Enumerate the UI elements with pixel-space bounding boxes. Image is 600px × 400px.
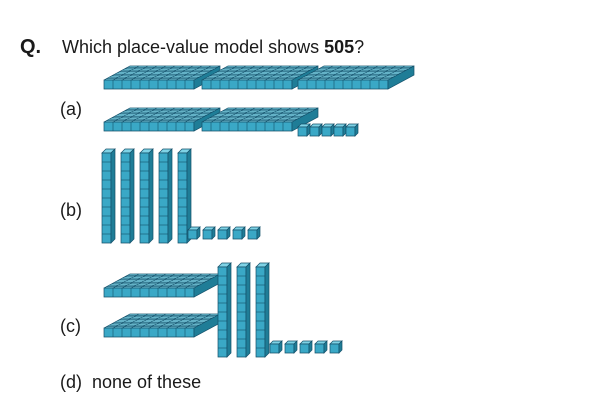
question-text-after: ? — [354, 37, 365, 57]
option-d[interactable]: (d) none of these — [60, 372, 201, 393]
ten-rod — [177, 148, 192, 244]
one-unit-cube — [329, 340, 343, 354]
one-unit-cube — [314, 340, 328, 354]
ten-rod — [236, 262, 251, 358]
one-unit-cube — [309, 123, 323, 137]
hundred-flat — [103, 107, 221, 132]
one-unit-cube — [202, 226, 216, 240]
question-text: Which place-value model shows 505? — [62, 37, 364, 58]
hundred-flat — [297, 65, 415, 90]
ten-rod — [158, 148, 173, 244]
one-unit-cube — [345, 123, 359, 137]
one-unit-cube — [269, 340, 283, 354]
one-unit-cube — [297, 123, 311, 137]
one-unit-cube — [217, 226, 231, 240]
option-d-label: (d) — [60, 372, 82, 392]
question-text-before: Which place-value model shows — [62, 37, 325, 57]
one-unit-cube — [187, 226, 201, 240]
one-unit-cube — [247, 226, 261, 240]
one-unit-cube — [299, 340, 313, 354]
ten-rod — [120, 148, 135, 244]
option-b-label[interactable]: (b) — [60, 200, 82, 220]
ten-rod — [139, 148, 154, 244]
option-d-text: none of these — [92, 372, 202, 392]
option-a-label[interactable]: (a) — [60, 99, 82, 119]
question-label: Q. — [20, 36, 42, 58]
hundred-flat — [201, 107, 319, 132]
ten-rod — [101, 148, 116, 244]
one-unit-cube — [232, 226, 246, 240]
one-unit-cube — [333, 123, 347, 137]
one-unit-cube — [321, 123, 335, 137]
ten-rod — [255, 262, 270, 358]
option-c-label[interactable]: (c) — [60, 316, 81, 336]
ten-rod — [217, 262, 232, 358]
hundred-flat — [103, 273, 221, 298]
question-number: 505 — [324, 37, 355, 57]
one-unit-cube — [284, 340, 298, 354]
hundred-flat — [103, 65, 221, 90]
hundred-flat — [103, 313, 221, 338]
